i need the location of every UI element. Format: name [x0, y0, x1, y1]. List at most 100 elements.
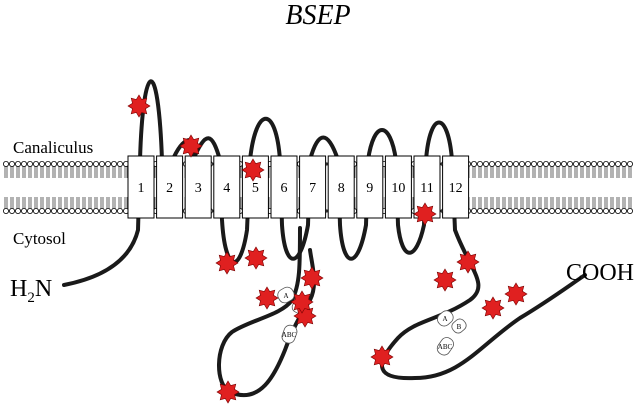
tm-domain-number: 8 [338, 181, 345, 196]
lipid-head [93, 207, 100, 214]
lipid-head [14, 207, 21, 214]
lipid-head [519, 207, 526, 214]
tm-domain-box [327, 155, 355, 219]
lipid-head [14, 160, 21, 167]
tm-domain-box [299, 155, 327, 219]
tm-domain-box [384, 155, 412, 219]
lipid-head [33, 207, 40, 214]
lipid-head [591, 160, 598, 167]
lipid-head [543, 207, 550, 214]
lipid-head [75, 207, 82, 214]
lipid-head [105, 207, 112, 214]
lipid-head [615, 160, 622, 167]
lipid-head [567, 160, 574, 167]
lipid-head [531, 207, 538, 214]
lipid-head [69, 160, 76, 167]
lipid-head [513, 160, 520, 167]
tm-domain-number: 1 [138, 181, 145, 196]
lipid-head [603, 160, 610, 167]
lipid-head [81, 207, 88, 214]
mutation-markers [127, 94, 528, 404]
lipid-head [585, 160, 592, 167]
lipid-head [20, 160, 27, 167]
diagram-title: BSEP [285, 0, 350, 31]
tm-domain-box [270, 155, 298, 219]
lipid-head [525, 160, 532, 167]
lipid-head [549, 160, 556, 167]
lipid-head [603, 207, 610, 214]
mutation-marker-star [481, 296, 505, 320]
lipid-head [525, 207, 532, 214]
lipid-head [51, 160, 58, 167]
nbd2-motifs: A B ABC [436, 310, 467, 356]
lipid-head [494, 207, 501, 214]
lipid-head [20, 207, 27, 214]
nbd2-walker-a [437, 310, 454, 327]
lipid-head [537, 207, 544, 214]
tm-domain-number: 10 [391, 181, 405, 196]
mutation-marker-star [290, 290, 314, 314]
c-terminus-label: COOH [566, 260, 634, 286]
tm-domain-box [184, 155, 212, 219]
lipid-head [117, 207, 124, 214]
lipid-head [567, 207, 574, 214]
tm-domain-number: 3 [195, 181, 202, 196]
lipid-head [531, 160, 538, 167]
tm-domain-box [442, 155, 470, 219]
lipid-head [537, 160, 544, 167]
lipid-head [585, 207, 592, 214]
lipid-head [488, 207, 495, 214]
lipid-head [99, 160, 106, 167]
lipid-head [117, 160, 124, 167]
lipid-head [513, 207, 520, 214]
lipid-head [555, 160, 562, 167]
mutation-marker-star [456, 250, 480, 274]
lipid-head [500, 160, 507, 167]
lipid-head [543, 160, 550, 167]
tm-domain-number: 6 [281, 181, 288, 196]
tm-domain-number: 11 [420, 181, 433, 196]
lipid-head [81, 160, 88, 167]
tm-domain-box [213, 155, 241, 219]
lipid-head [3, 160, 9, 167]
mutation-marker-star [413, 202, 437, 226]
lipid-head [26, 207, 33, 214]
lipid-head [57, 160, 64, 167]
mutation-marker-star [244, 246, 268, 270]
mutation-marker-star [433, 268, 457, 292]
nbd1-signature [281, 324, 298, 344]
lipid-head [579, 160, 586, 167]
lipid-head [8, 207, 15, 214]
mutation-marker-star [216, 380, 240, 404]
lipid-head [609, 160, 616, 167]
mutation-marker-star [179, 134, 203, 158]
lipid-head [519, 160, 526, 167]
tm-domain-number: 4 [223, 181, 230, 196]
lipid-head [476, 207, 483, 214]
lipid-head [39, 207, 46, 214]
mutation-marker-star [241, 158, 265, 182]
lipid-head [33, 160, 40, 167]
tm-domain-number: 2 [166, 181, 173, 196]
lipid-head [609, 207, 616, 214]
lipid-head [500, 207, 507, 214]
mutation-marker-star [293, 304, 317, 328]
protein-backbone [62, 79, 587, 381]
lipid-head [597, 160, 604, 167]
lipid-head [45, 160, 52, 167]
lipid-head [45, 207, 52, 214]
nbd2-signature-label: ABC [438, 343, 453, 351]
lipid-head [75, 160, 82, 167]
lipid-head [111, 207, 118, 214]
tm-domain-number: 7 [309, 181, 316, 196]
nbd1-walker-a-label: A [283, 292, 288, 300]
lipid-head [87, 207, 94, 214]
mutation-marker-star [370, 345, 394, 369]
lipid-head [93, 160, 100, 167]
lipid-head [39, 160, 46, 167]
mutation-marker-star [215, 251, 239, 275]
lipid-head [51, 207, 58, 214]
lipid-head [579, 207, 586, 214]
